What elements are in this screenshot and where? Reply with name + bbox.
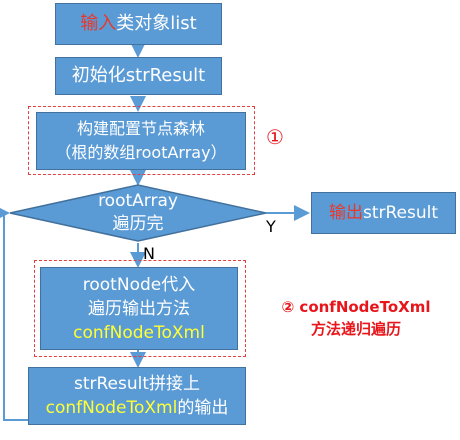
- loop-back-line: [0, 205, 28, 421]
- build-line-1: 构建配置节点森林: [76, 119, 205, 138]
- process-line-1: rootNode代入: [82, 274, 196, 295]
- output-rest: strResult: [362, 203, 439, 223]
- build-line-2: （根的数组rootArray）: [55, 143, 227, 162]
- dashed-frame-build: [28, 106, 255, 175]
- concat-line-1: strResult拼接上: [73, 374, 201, 394]
- output-box: 输出strResult: [311, 192, 456, 234]
- concat-box: strResult拼接上 confNodeToXml的输出: [28, 367, 246, 425]
- decision-diamond: [9, 184, 267, 242]
- input-highlight: 输入: [80, 13, 117, 34]
- input-box-label: 输入类对象list: [80, 12, 196, 36]
- build-box: 构建配置节点森林 （根的数组rootArray）: [36, 112, 246, 170]
- note-2: ② confNodeToXml 方法递归遍历: [256, 296, 456, 340]
- init-box: 初始化strResult: [55, 57, 222, 95]
- output-highlight: 输出: [328, 203, 363, 223]
- concat-line-2: confNodeToXml的输出: [46, 396, 229, 420]
- decision-label: rootArray 遍历完: [78, 189, 198, 237]
- output-box-label: 输出strResult: [329, 201, 438, 225]
- label-no: N: [143, 244, 155, 263]
- input-rest: 类对象list: [116, 13, 197, 34]
- note-1: ①: [266, 125, 284, 149]
- decision-line-1: rootArray: [98, 191, 178, 211]
- note-2-line-1: ② confNodeToXml: [281, 298, 431, 316]
- concat-highlight: confNodeToXml: [45, 398, 178, 418]
- concat-rest: 的输出: [177, 398, 229, 418]
- label-yes: Y: [266, 217, 276, 236]
- decision-line-2: 遍历完: [112, 214, 164, 234]
- process-box: rootNode代入 遍历输出方法 confNodeToXml: [40, 267, 238, 350]
- init-label: 初始化strResult: [71, 65, 206, 86]
- input-box: 输入类对象list: [55, 3, 222, 45]
- note-2-line-2: 方法递归遍历: [310, 320, 401, 338]
- process-line-3: confNodeToXml: [73, 322, 205, 343]
- dashed-frame-process: [34, 260, 246, 357]
- process-line-2: 遍历输出方法: [88, 298, 190, 319]
